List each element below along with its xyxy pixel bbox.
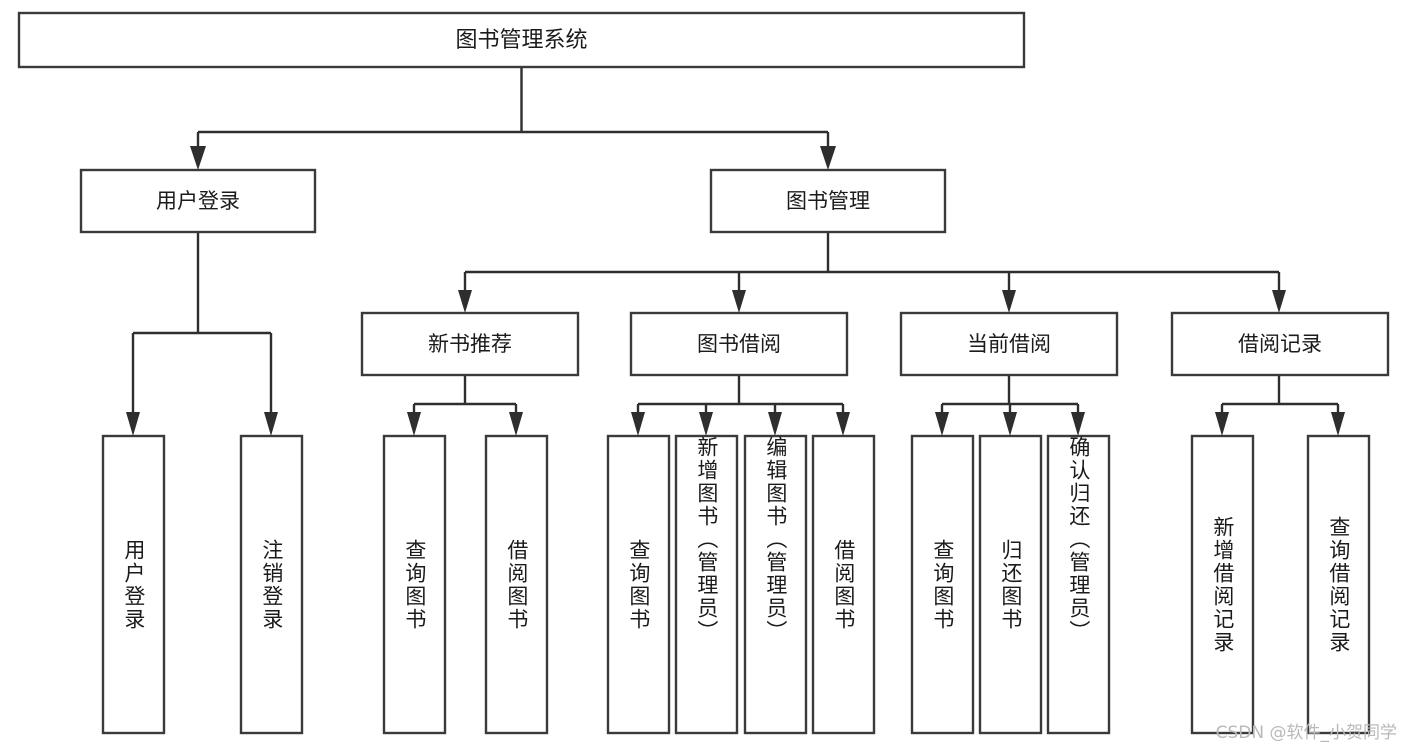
node-user-login-label: 用户登录 xyxy=(156,189,240,213)
node-borrow-record[interactable]: 借阅记录 xyxy=(1170,311,1390,377)
arrow-current-borrow-leaf-1 xyxy=(935,412,949,436)
node-user-login-box[interactable] xyxy=(79,168,317,234)
node-root-box[interactable] xyxy=(17,11,1026,69)
arrow-book-mgmt-to-borrow-record xyxy=(1272,290,1286,313)
leaf-box-borrow-record-2[interactable] xyxy=(1306,434,1371,735)
leaf-box-book-borrow-3[interactable] xyxy=(743,434,808,735)
arrow-root-to-user-login xyxy=(190,146,206,170)
node-book-management-label: 图书管理 xyxy=(786,189,870,213)
leaf-box-new-book-2[interactable] xyxy=(484,434,549,735)
arrow-new-book-leaf-2 xyxy=(509,412,523,436)
node-book-management[interactable]: 图书管理 xyxy=(709,168,947,234)
arrow-current-borrow-leaf-3 xyxy=(1071,412,1085,436)
node-root[interactable]: 图书管理系统 xyxy=(17,11,1026,69)
node-layer: 图书管理系统 用户登录 图书管理 新书推荐 图书借阅 xyxy=(17,11,1390,735)
node-book-borrow[interactable]: 图书借阅 xyxy=(629,311,849,377)
leaf-box-user-login-2[interactable] xyxy=(239,434,304,735)
leaf-box-borrow-record-1[interactable] xyxy=(1190,434,1255,735)
node-root-label: 图书管理系统 xyxy=(455,28,587,53)
node-new-book-recommend[interactable]: 新书推荐 xyxy=(360,311,580,377)
leaf-box-book-borrow-1[interactable] xyxy=(606,434,671,735)
arrow-book-borrow-leaf-2 xyxy=(699,412,713,436)
leaf-box-user-login-1[interactable] xyxy=(101,434,166,735)
arrow-book-borrow-leaf-4 xyxy=(836,412,850,436)
csdn-watermark: CSDN @软件_小贺同学 xyxy=(1215,723,1397,743)
node-borrow-record-label: 借阅记录 xyxy=(1238,332,1322,356)
leaf-box-current-borrow-3[interactable] xyxy=(1046,434,1111,735)
leaf-box-book-borrow-2[interactable] xyxy=(674,434,739,735)
node-current-borrow[interactable]: 当前借阅 xyxy=(899,311,1119,377)
leaf-box-current-borrow-2[interactable] xyxy=(978,434,1043,735)
node-book-management-box[interactable] xyxy=(709,168,947,234)
node-new-book-recommend-box[interactable] xyxy=(360,311,580,377)
node-user-login[interactable]: 用户登录 xyxy=(79,168,317,234)
arrow-root-to-book-mgmt xyxy=(820,146,836,170)
leaf-box-book-borrow-4[interactable] xyxy=(811,434,876,735)
connector-layer xyxy=(126,67,1345,436)
leaf-box-current-borrow-1[interactable] xyxy=(910,434,975,735)
node-new-book-recommend-label: 新书推荐 xyxy=(428,332,512,356)
arrow-new-book-leaf-1 xyxy=(407,412,421,436)
node-current-borrow-box[interactable] xyxy=(899,311,1119,377)
arrow-user-login-leaf-1 xyxy=(126,412,140,436)
node-book-borrow-box[interactable] xyxy=(629,311,849,377)
arrow-book-borrow-leaf-3 xyxy=(768,412,782,436)
arrow-book-mgmt-to-book-borrow xyxy=(732,290,746,313)
leaf-box-new-book-1[interactable] xyxy=(382,434,447,735)
node-current-borrow-label: 当前借阅 xyxy=(967,332,1051,356)
arrow-borrow-record-leaf-1 xyxy=(1215,412,1229,436)
arrow-user-login-leaf-2 xyxy=(264,412,278,436)
arrow-book-borrow-leaf-1 xyxy=(631,412,645,436)
arrow-book-mgmt-to-new-book xyxy=(458,290,472,313)
node-book-borrow-label: 图书借阅 xyxy=(697,332,781,356)
arrow-current-borrow-leaf-2 xyxy=(1003,412,1017,436)
arrow-borrow-record-leaf-2 xyxy=(1331,412,1345,436)
arrow-book-mgmt-to-current-borrow xyxy=(1002,290,1016,313)
node-borrow-record-box[interactable] xyxy=(1170,311,1390,377)
